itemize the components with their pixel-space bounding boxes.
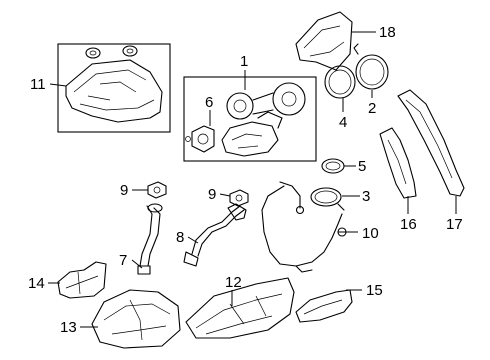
long-heat-shield-part bbox=[397, 89, 465, 197]
lower-heat-shield-part bbox=[91, 289, 181, 349]
callout-6: 6 bbox=[205, 94, 213, 111]
small-gasket-part bbox=[321, 158, 345, 174]
callout-10: 10 bbox=[362, 225, 379, 242]
callout-15: 15 bbox=[366, 282, 383, 299]
turbocharger-box bbox=[183, 76, 317, 162]
leader-lines bbox=[48, 31, 457, 328]
callout-9a: 9 bbox=[120, 182, 128, 199]
callout-1: 1 bbox=[240, 53, 248, 70]
callout-16: 16 bbox=[400, 216, 417, 233]
callout-8: 8 bbox=[176, 229, 184, 246]
callout-13: 13 bbox=[60, 319, 77, 336]
v-band-clamp-part bbox=[310, 187, 345, 211]
engine-cover-part bbox=[65, 45, 163, 123]
gasket-ring-part bbox=[324, 65, 356, 99]
callout-9b: 9 bbox=[208, 186, 216, 203]
oil-return-pipe-part bbox=[137, 203, 163, 275]
bracket-shield-part bbox=[295, 289, 353, 323]
callout-5: 5 bbox=[358, 158, 366, 175]
callout-11: 11 bbox=[30, 76, 46, 93]
callout-14: 14 bbox=[28, 275, 45, 292]
engine-cover-box bbox=[57, 43, 171, 133]
small-heat-shield-part bbox=[57, 261, 107, 299]
exhaust-heat-shield-part bbox=[185, 277, 295, 339]
callout-3: 3 bbox=[362, 188, 370, 205]
callout-2: 2 bbox=[368, 100, 376, 117]
callout-17: 17 bbox=[446, 216, 463, 233]
turbo-heat-shield-part bbox=[295, 11, 353, 71]
callout-18: 18 bbox=[379, 24, 396, 41]
wastegate-actuator-part bbox=[185, 125, 215, 153]
coolant-line-part bbox=[261, 181, 347, 273]
side-heat-shield-part bbox=[379, 127, 417, 199]
callout-4: 4 bbox=[339, 114, 347, 131]
turbocharger-part bbox=[221, 82, 306, 157]
callout-7: 7 bbox=[119, 252, 127, 269]
oil-line-gasket-2-part bbox=[229, 189, 249, 207]
oil-line-gasket-part bbox=[147, 181, 167, 199]
clamp-ring-part bbox=[353, 43, 389, 90]
oil-feed-pipe-part bbox=[183, 203, 247, 267]
callout-12: 12 bbox=[225, 274, 242, 291]
